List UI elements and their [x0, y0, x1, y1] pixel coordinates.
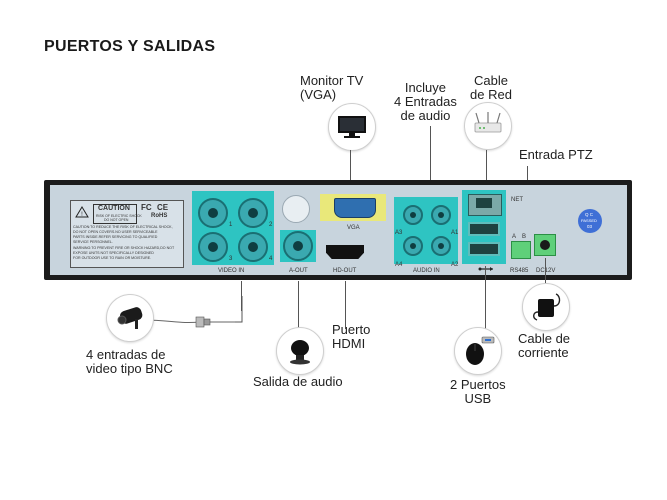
video-in-label: VIDEO IN	[218, 268, 245, 274]
bnc-port-3[interactable]	[198, 232, 228, 262]
monitor-icon	[328, 103, 376, 151]
usb-port-2[interactable]	[468, 242, 500, 256]
vga-port[interactable]	[334, 198, 376, 218]
label-monitor: Monitor TV(VGA)	[300, 73, 364, 102]
fan-hole	[282, 195, 310, 223]
caution-label: ! CAUTION RISK OF ELECTRIC SHOCK DO NOT …	[70, 200, 184, 268]
qc-sticker	[578, 209, 602, 233]
caution-title: CAUTION	[98, 205, 130, 212]
usb-mouse-icon	[454, 327, 502, 375]
hd-out-label: HD-OUT	[333, 268, 357, 274]
page-title: PUERTOS Y SALIDAS	[44, 38, 216, 55]
rs485-terminal[interactable]	[511, 241, 531, 259]
bnc-camera-icon	[106, 294, 154, 342]
router-icon	[464, 102, 512, 150]
power-adapter-icon	[522, 283, 570, 331]
warning-icon: !	[75, 206, 89, 218]
label-ptz: Entrada PTZ	[519, 147, 593, 162]
fc-mark: FC	[141, 203, 152, 212]
usb-port-1[interactable]	[468, 222, 500, 236]
audio-out-port[interactable]	[283, 231, 313, 261]
audio-in-port-a2[interactable]	[431, 236, 451, 256]
ce-mark: CE	[157, 203, 169, 212]
audio-in-label: AUDIO IN	[413, 268, 440, 274]
a-out-label: A-OUT	[289, 268, 308, 274]
label-audio-out: Salida de audio	[253, 374, 343, 389]
audio-in-port-a1[interactable]	[431, 205, 451, 225]
bnc-port-4[interactable]	[238, 232, 268, 262]
svg-text:!: !	[81, 212, 83, 218]
rohs-mark: RoHS	[151, 213, 168, 219]
net-label: NET	[511, 197, 523, 203]
bnc-port-2[interactable]	[238, 198, 268, 228]
rs485-label: RS485	[510, 268, 529, 274]
audio-in-port-a3[interactable]	[403, 205, 423, 225]
audio-in-port-a4[interactable]	[403, 236, 423, 256]
bnc-port-1[interactable]	[198, 198, 228, 228]
audio-in-block	[394, 197, 458, 264]
hdmi-port[interactable]	[326, 245, 364, 259]
microphone-icon	[276, 327, 324, 375]
vga-label: VGA	[347, 225, 360, 231]
usb-symbol-icon	[478, 267, 493, 271]
